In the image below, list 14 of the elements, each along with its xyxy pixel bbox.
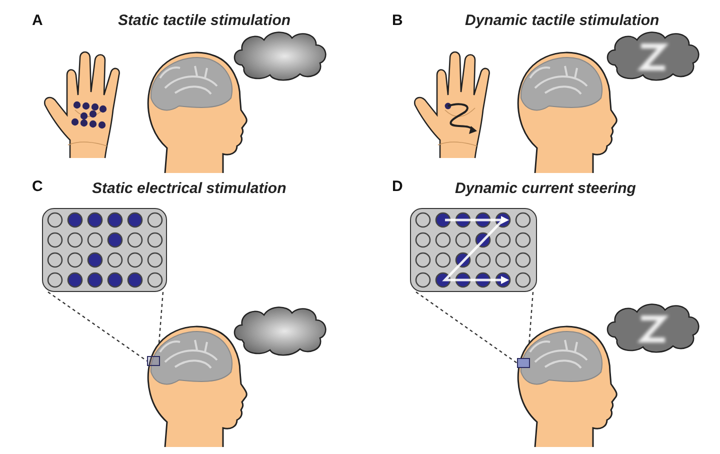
panel-title: Dynamic current steering (455, 180, 636, 197)
panel-letter: C (32, 178, 43, 195)
electrode-grid (42, 208, 167, 292)
leader-line (415, 291, 534, 364)
panel-title: Dynamic tactile stimulation (465, 12, 660, 29)
panel-title: Static tactile stimulation (118, 12, 291, 29)
panel-letter: A (32, 12, 43, 29)
electrode-marker (147, 356, 160, 366)
panel-title: Static electrical stimulation (92, 180, 286, 197)
panel-letter: D (392, 178, 403, 195)
electrode-marker (517, 358, 530, 368)
electrode-grid (410, 208, 537, 292)
panel-letter: B (392, 12, 403, 29)
leader-line (47, 291, 164, 362)
